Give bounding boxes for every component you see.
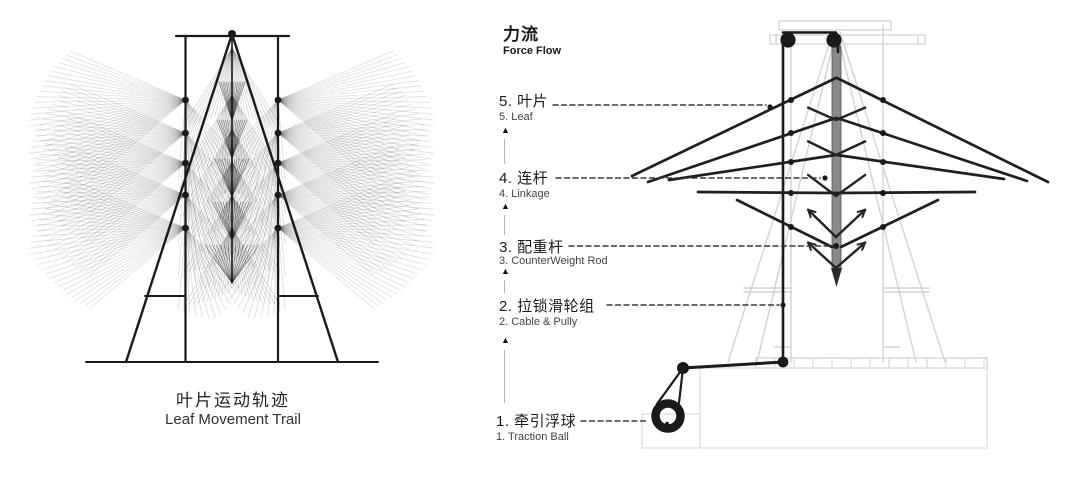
flow-up-arrow-icon: ▲ — [501, 125, 510, 135]
leaf-movement-trail-title-cn: 叶片运动轨迹 — [176, 391, 290, 410]
label-linkage-cn: 4. 连杆 — [499, 170, 549, 187]
label-leaf-cn: 5. 叶片 — [499, 93, 549, 110]
flow-up-arrow-icon: ▲ — [501, 266, 510, 276]
force-flow-title-en: Force Flow — [503, 45, 562, 57]
force-flow-title-cn: 力流 — [503, 25, 539, 44]
label-cable-pulley-en: 2. Cable & Pully — [499, 316, 578, 328]
flow-up-arrow-icon: ▲ — [501, 335, 510, 345]
flow-connector-line — [504, 350, 505, 403]
label-counterweight-rod-en: 3. CounterWeight Rod — [499, 255, 608, 267]
flow-connector-line — [504, 280, 505, 293]
leaf-movement-trail-title-en: Leaf Movement Trail — [165, 411, 301, 428]
flow-connector-line — [504, 215, 505, 235]
label-traction-ball-en: 1. Traction Ball — [496, 431, 569, 443]
label-cable-pulley-cn: 2. 拉锁滑轮组 — [499, 298, 595, 315]
flow-connector-line — [504, 139, 505, 164]
label-linkage-en: 4. Linkage — [499, 188, 550, 200]
label-traction-ball-cn: 1. 牵引浮球 — [496, 413, 577, 430]
flow-up-arrow-icon: ▲ — [501, 201, 510, 211]
label-leaf-en: 5. Leaf — [499, 111, 533, 123]
label-counterweight-rod-cn: 3. 配重杆 — [499, 239, 564, 256]
